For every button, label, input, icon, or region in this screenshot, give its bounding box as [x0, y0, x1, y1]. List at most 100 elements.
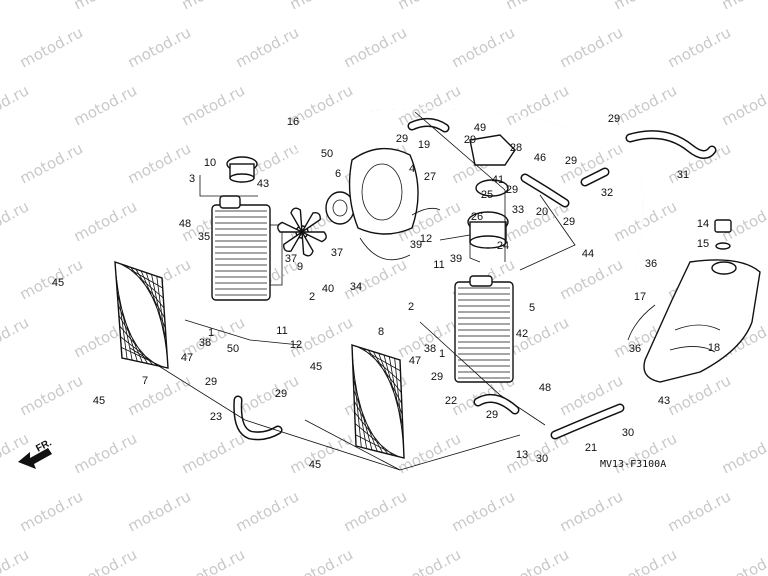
- callout-32: 32: [601, 187, 613, 199]
- callout-21: 21: [585, 442, 597, 454]
- callout-47: 47: [409, 355, 421, 367]
- watermark-text: motod.ru: [125, 371, 194, 419]
- watermark-text: motod.ru: [17, 371, 86, 419]
- watermark-text: motod.ru: [125, 487, 194, 535]
- watermark-text: motod.ru: [557, 23, 626, 71]
- callout-37: 37: [331, 247, 343, 259]
- callout-15: 15: [697, 238, 709, 250]
- watermark-text: motod.ru: [503, 81, 572, 129]
- watermark-text: motod.ru: [233, 371, 302, 419]
- callout-26: 26: [471, 211, 483, 223]
- watermark-text: motod.ru: [287, 0, 356, 14]
- callout-1: 1: [208, 327, 214, 339]
- radiator-grille-icon: [351, 344, 405, 459]
- callout-30: 30: [622, 427, 634, 439]
- callout-10: 10: [204, 157, 216, 169]
- watermark-text: motod.ru: [125, 139, 194, 187]
- watermark-text: motod.ru: [611, 0, 680, 14]
- fan-blade: [283, 231, 303, 252]
- callout-17: 17: [634, 291, 646, 303]
- watermark-text: motod.ru: [179, 81, 248, 129]
- callout-29: 29: [565, 155, 577, 167]
- callout-19: 19: [418, 139, 430, 151]
- callout-11: 11: [433, 259, 444, 271]
- watermark-text: motod.ru: [611, 81, 680, 129]
- callout-29: 29: [486, 409, 498, 421]
- fan-blade: [290, 207, 303, 233]
- lower-hoses-drawing: [233, 393, 625, 441]
- fan-blade: [277, 221, 303, 233]
- watermark-text: motod.ru: [449, 487, 518, 535]
- callout-48: 48: [179, 218, 191, 230]
- callout-47: 47: [181, 352, 193, 364]
- callout-1: 1: [439, 348, 445, 360]
- radiator-cap-icon: [226, 156, 258, 183]
- grouping-lines: [129, 111, 576, 471]
- watermark-text: motod.ru: [557, 255, 626, 303]
- diagram-code: MV13-F3100A: [600, 459, 666, 470]
- callout-7: 7: [142, 375, 148, 387]
- callout-18: 18: [708, 342, 720, 354]
- watermark-text: motod.ru: [71, 81, 140, 129]
- watermark-text: motod.ru: [503, 0, 572, 14]
- callout-29: 29: [563, 216, 575, 228]
- callout-45: 45: [93, 395, 105, 407]
- callout-29: 29: [431, 371, 443, 383]
- watermark-text: motod.ru: [71, 545, 140, 576]
- callout-49: 49: [474, 122, 486, 134]
- watermark-text: motod.ru: [287, 545, 356, 576]
- callout-14: 14: [697, 218, 709, 230]
- watermark-text: motod.ru: [179, 429, 248, 477]
- callout-29: 29: [608, 113, 620, 125]
- callout-28: 28: [510, 142, 522, 154]
- callout-8: 8: [378, 326, 384, 338]
- direction-label: FR.: [34, 437, 54, 454]
- watermark-text: motod.ru: [719, 81, 768, 129]
- watermark-text: motod.ru: [665, 487, 734, 535]
- callout-22: 22: [445, 395, 457, 407]
- watermark-text: motod.ru: [719, 0, 768, 14]
- hose-31-drawing: [625, 130, 717, 159]
- callout-29: 29: [464, 134, 476, 146]
- watermark-text: motod.ru: [287, 313, 356, 361]
- callout-43: 43: [257, 178, 269, 190]
- fan-motor-icon: [325, 191, 355, 225]
- watermark-text: motod.ru: [0, 197, 32, 245]
- watermark-text: motod.ru: [0, 0, 32, 14]
- callout-37: 37: [285, 253, 297, 265]
- callout-20: 20: [536, 206, 548, 218]
- radiator-icon: [454, 275, 514, 383]
- callout-13: 13: [516, 449, 528, 461]
- thermostat-housing-icon: [467, 134, 516, 249]
- callout-38: 38: [424, 343, 436, 355]
- radiator-icon: [211, 195, 283, 301]
- callout-12: 12: [290, 339, 302, 351]
- watermark-text: motod.ru: [17, 139, 86, 187]
- hose-17-drawing: [627, 304, 656, 341]
- watermark-text: motod.ru: [341, 23, 410, 71]
- callout-6: 6: [335, 168, 341, 180]
- watermark-text: motod.ru: [395, 0, 464, 14]
- callout-38: 38: [199, 337, 211, 349]
- cooling-fan-icon: [277, 207, 327, 257]
- watermark-text: motod.ru: [719, 429, 768, 477]
- watermark-text: motod.ru: [71, 0, 140, 14]
- watermark-text: motod.ru: [395, 429, 464, 477]
- callout-2: 2: [408, 301, 414, 313]
- watermark-text: motod.ru: [0, 429, 32, 477]
- callout-27: 27: [424, 171, 436, 183]
- callout-16: 16: [287, 116, 299, 128]
- radiator-grille-icon: [114, 260, 169, 369]
- callout-36: 36: [645, 258, 657, 270]
- callout-23: 23: [210, 411, 222, 423]
- callout-45: 45: [52, 277, 64, 289]
- reserve-tank-icon: [643, 259, 761, 383]
- callout-31: 31: [677, 169, 689, 181]
- callout-42: 42: [516, 328, 528, 340]
- callout-29: 29: [396, 133, 408, 145]
- watermark-text: motod.ru: [125, 23, 194, 71]
- fan-blade: [301, 231, 327, 243]
- callout-46: 46: [534, 152, 546, 164]
